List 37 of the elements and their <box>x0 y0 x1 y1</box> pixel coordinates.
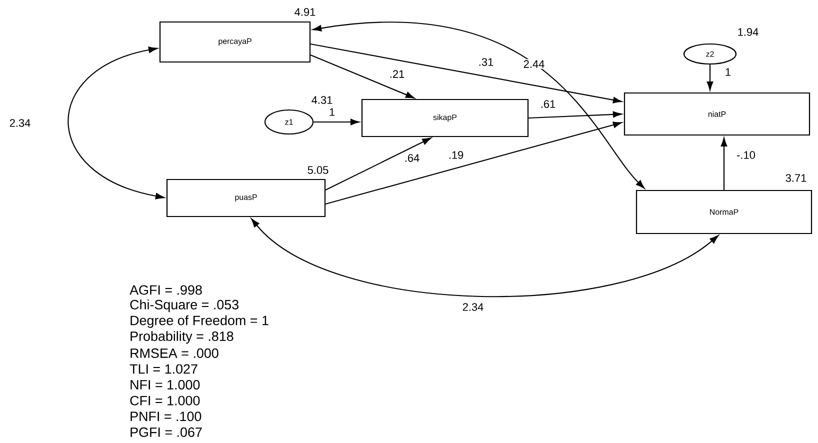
arrow <box>720 138 728 190</box>
arrow <box>325 138 432 190</box>
arrow <box>312 22 645 189</box>
fit-statistic: Degree of Freedom = 1 <box>130 315 268 328</box>
fit-statistic: Probability = .818 <box>130 331 234 344</box>
edge-label: .19 <box>447 150 465 160</box>
arrow <box>528 111 622 119</box>
edge-label: -.10 <box>736 150 756 160</box>
arrow <box>251 218 719 297</box>
edge-label: 1 <box>328 107 336 117</box>
variance-label: 5.05 <box>306 165 330 175</box>
arrow <box>314 118 360 126</box>
edge-label: 2.34 <box>461 302 485 312</box>
arrow <box>706 64 714 90</box>
edge-label: 1 <box>724 67 732 77</box>
fit-statistic: PNFI = .100 <box>130 412 202 422</box>
fit-statistic: Chi-Square = .053 <box>130 300 238 312</box>
variance-label: 1.94 <box>736 27 760 37</box>
fit-statistic: PGFI = .067 <box>130 427 202 437</box>
fit-statistic: CFI = 1.000 <box>130 396 200 406</box>
variance-label: 4.31 <box>310 95 334 105</box>
arrow <box>310 54 415 98</box>
edge-label: .21 <box>388 69 406 79</box>
variance-label: 4.91 <box>293 7 317 17</box>
arrow <box>310 43 622 104</box>
fit-statistic: RMSEA = .000 <box>130 348 218 358</box>
edge-label: 2.34 <box>8 118 32 128</box>
variance-label: 3.71 <box>784 173 808 183</box>
arrow <box>68 46 164 200</box>
arrow <box>325 122 622 205</box>
edge-label: .61 <box>539 99 557 109</box>
fit-statistic: TLI = 1.027 <box>130 364 198 374</box>
edge-label: .64 <box>403 153 421 163</box>
fit-statistic: NFI = 1.000 <box>130 380 200 390</box>
edge-label: .31 <box>477 57 495 67</box>
edge-label: 2.44 <box>522 59 546 69</box>
fit-statistic: AGFI = .998 <box>130 285 202 295</box>
